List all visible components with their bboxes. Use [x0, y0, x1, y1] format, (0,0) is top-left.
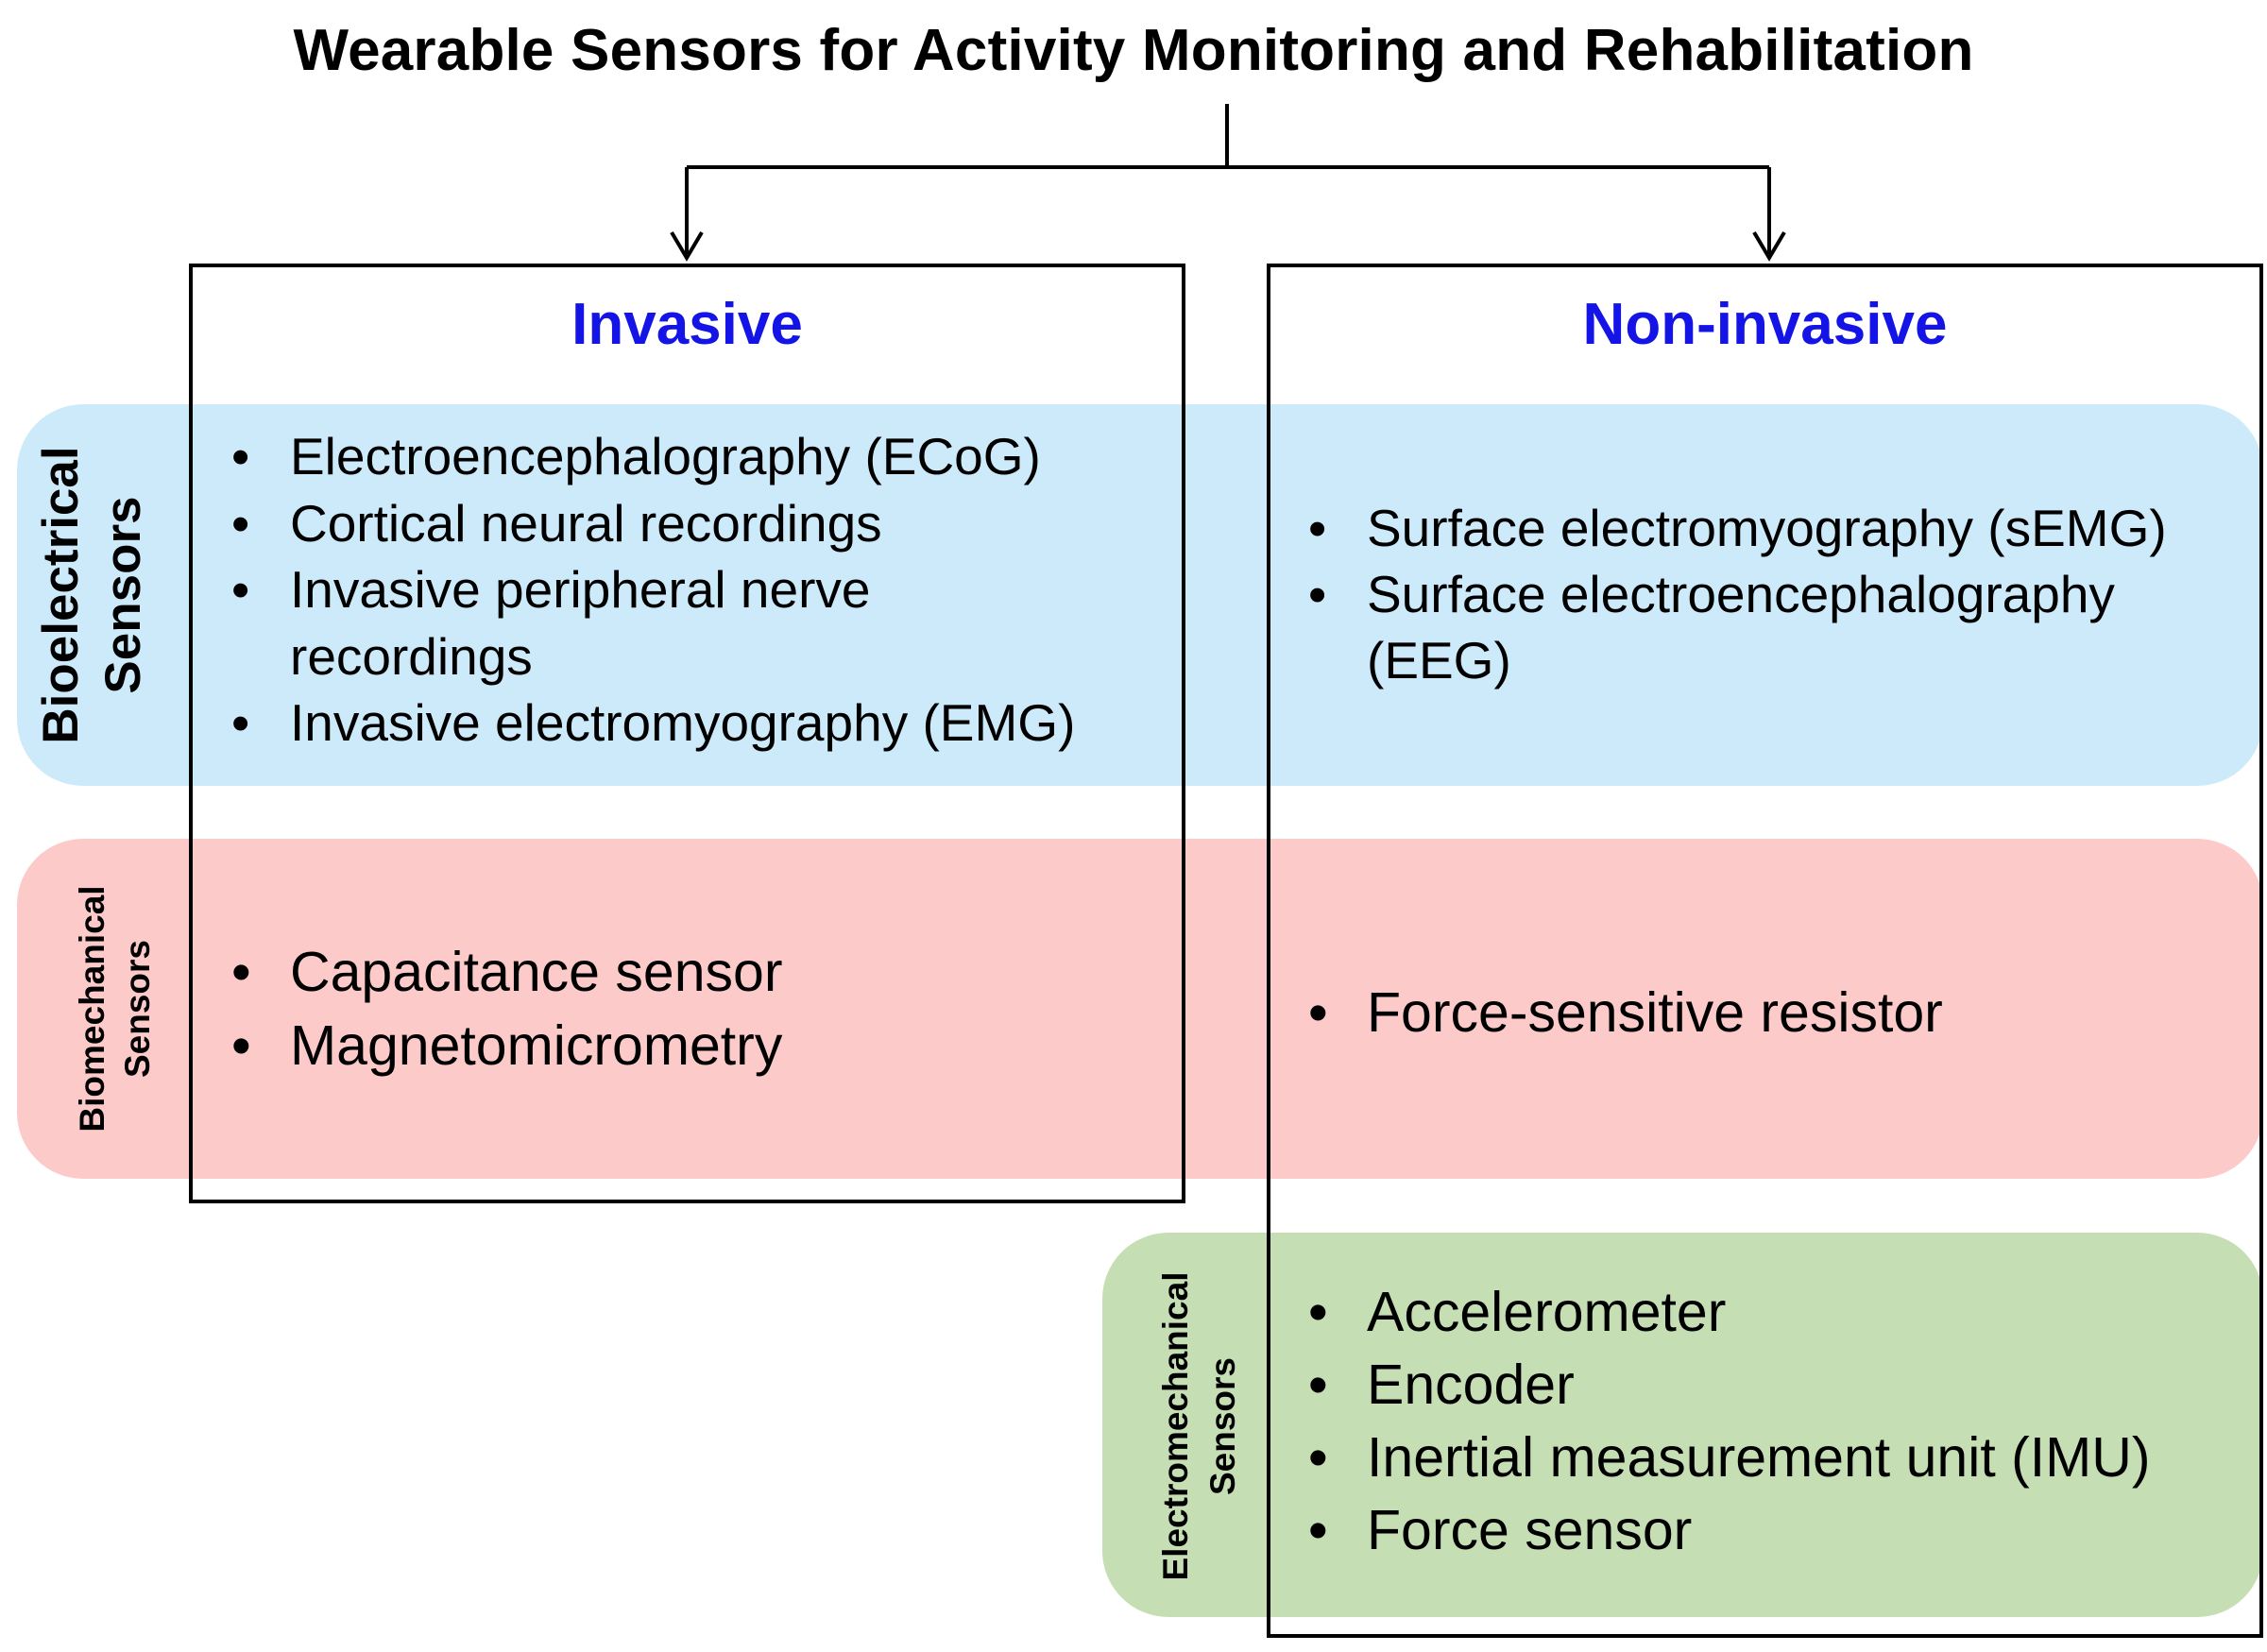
list-item: Accelerometer	[1308, 1276, 2253, 1349]
biomechanical-row-label: Biomechanical Sensors	[70, 885, 161, 1132]
noninvasive-electromechanical-list: Accelerometer Encoder Inertial measureme…	[1308, 1276, 2253, 1567]
diagram-title: Wearable Sensors for Activity Monitoring…	[293, 18, 1974, 83]
list-item: Surface electroencephalography (EEG)	[1308, 561, 2217, 693]
invasive-column-title: Invasive	[571, 292, 803, 357]
list-item: Force sensor	[1308, 1494, 2253, 1567]
list-item: Encoder	[1308, 1349, 2253, 1422]
list-item: Force-sensitive resistor	[1308, 976, 2253, 1049]
invasive-bioelectrical-list: Electroencephalography (ECoG) Cortical n…	[231, 423, 1176, 757]
noninvasive-biomechanical-list: Force-sensitive resistor	[1308, 976, 2253, 1049]
biomechanical-label-line1: Biomechanical	[73, 885, 111, 1133]
list-item: Electroencephalography (ECoG)	[231, 423, 1176, 490]
list-item: Inertial measurement unit (IMU)	[1308, 1422, 2253, 1494]
arrowhead-right	[1752, 230, 1786, 262]
noninvasive-bioelectrical-list: Surface electromyography (sEMG) Surface …	[1308, 495, 2253, 693]
electromechanical-label-line2: Sensors	[1203, 1356, 1242, 1496]
invasive-column-box	[189, 264, 1185, 1203]
noninvasive-column-box	[1267, 264, 2263, 1638]
list-item: Magnetomicrometry	[231, 1009, 1176, 1082]
list-item: Invasive peripheral nerve recordings	[231, 556, 970, 690]
arrowhead-left	[670, 230, 704, 262]
bioelectrical-label-line1: Bioelectrical	[33, 446, 89, 744]
electromechanical-label-line1: Electromechanical	[1156, 1271, 1195, 1581]
noninvasive-column-title: Non-invasive	[1582, 292, 1948, 357]
bioelectrical-label-line2: Sensors	[95, 496, 151, 694]
bioelectrical-row-label: Bioelectrical Sensors	[30, 446, 155, 743]
list-item: Surface electromyography (sEMG)	[1308, 495, 2253, 561]
invasive-biomechanical-list: Capacitance sensor Magnetomicrometry	[231, 935, 1176, 1082]
list-item: Invasive electromyography (EMG)	[231, 690, 1176, 757]
electromechanical-row-label: Electromechanical Sensors	[1152, 1272, 1247, 1581]
list-item: Cortical neural recordings	[231, 490, 1176, 557]
list-item: Capacitance sensor	[231, 935, 1176, 1009]
biomechanical-label-line2: Sensors	[118, 940, 157, 1079]
